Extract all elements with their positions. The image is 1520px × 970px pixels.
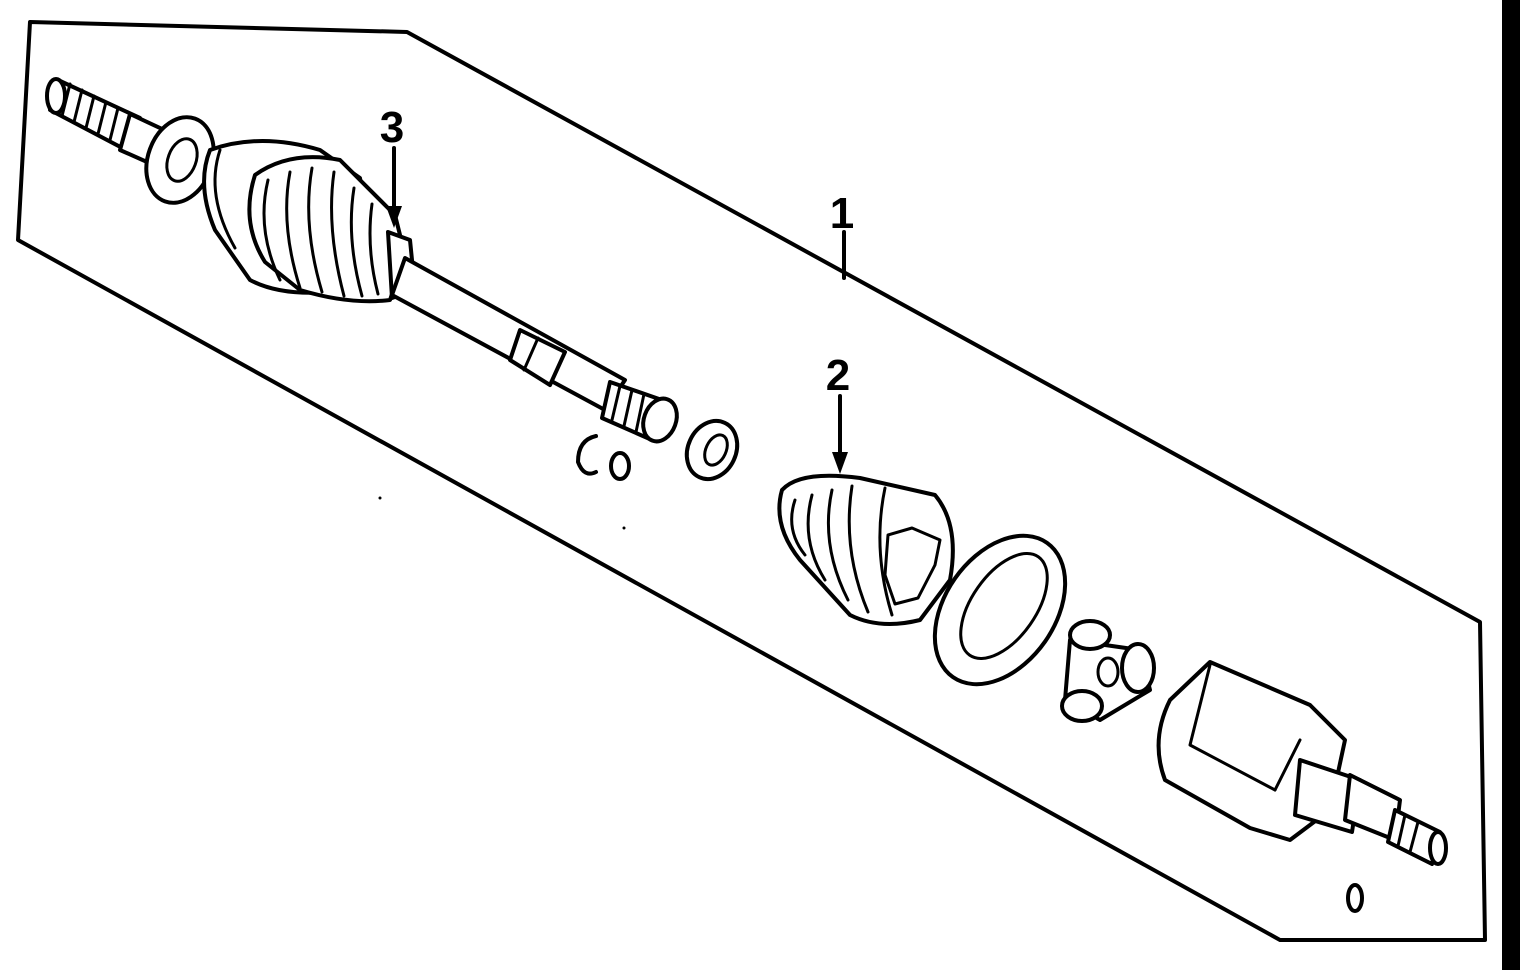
callout-3-label: 3 (380, 103, 404, 152)
stray-dot (622, 526, 626, 530)
inner-circlip (1346, 883, 1364, 913)
tripod-joint (1060, 619, 1156, 723)
inner-spline-end (600, 380, 679, 444)
shaft-seal (684, 418, 740, 482)
retaining-clips (576, 434, 631, 481)
inner-boot-clamp (932, 533, 1068, 687)
callout-1: 1 (830, 189, 854, 280)
inner-cv-housing (1156, 660, 1448, 866)
inner-cv-boot (777, 473, 955, 626)
callout-3: 3 (380, 103, 404, 228)
callout-2-label: 2 (826, 351, 850, 400)
assembly-frame (16, 20, 1487, 942)
right-edge-bar (1502, 0, 1520, 970)
callout-1-label: 1 (830, 189, 854, 238)
callout-2: 2 (826, 351, 850, 474)
axle-shaft (390, 256, 627, 412)
stray-dot (378, 496, 382, 500)
